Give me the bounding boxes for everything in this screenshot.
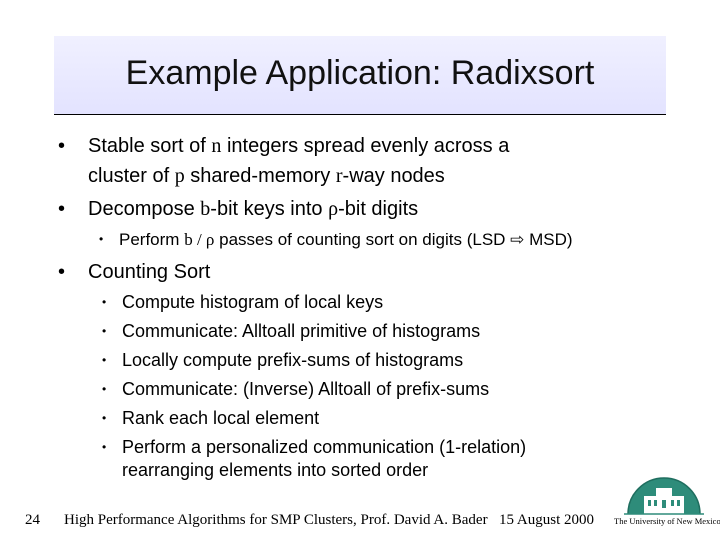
counting-sort-heading: Counting Sort <box>88 261 211 283</box>
bullet-dot-icon: • <box>58 198 66 220</box>
bullet-dot-icon: • <box>102 411 107 425</box>
bullet-dot-icon: • <box>58 135 66 157</box>
bullet-dot-icon: • <box>102 295 107 309</box>
bullet-dot-icon: • <box>102 440 107 454</box>
bullet-dot-icon: • <box>58 261 66 283</box>
bullet-dot-icon: • <box>99 232 104 246</box>
right-arrow-icon: ⇨ <box>510 230 525 249</box>
footer-date: 15 August 2000 <box>499 512 595 528</box>
bullet-text: Decompose b-bit keys into ρ-bit digits <box>88 198 419 220</box>
page-number: 24 <box>25 512 40 528</box>
bullet-text-line2: cluster of p shared-memory r-way nodes <box>88 165 445 187</box>
sub-bullet-text: Perform b / ρ passes of counting sort on… <box>119 230 573 249</box>
university-logo-icon <box>624 477 704 515</box>
bullet-text-line1: Stable sort of n integers spread evenly … <box>88 135 510 157</box>
bullet-dot-icon: • <box>102 353 107 367</box>
slide-title: Example Application: Radixsort <box>125 54 595 92</box>
logo-caption: The University of New Mexico <box>614 516 720 526</box>
bullet-dot-icon: • <box>102 324 107 338</box>
footer-course: High Performance Algorithms for SMP Clus… <box>64 512 488 528</box>
bullet-dot-icon: • <box>102 382 107 396</box>
title-banner: Example Application: Radixsort <box>54 36 666 115</box>
